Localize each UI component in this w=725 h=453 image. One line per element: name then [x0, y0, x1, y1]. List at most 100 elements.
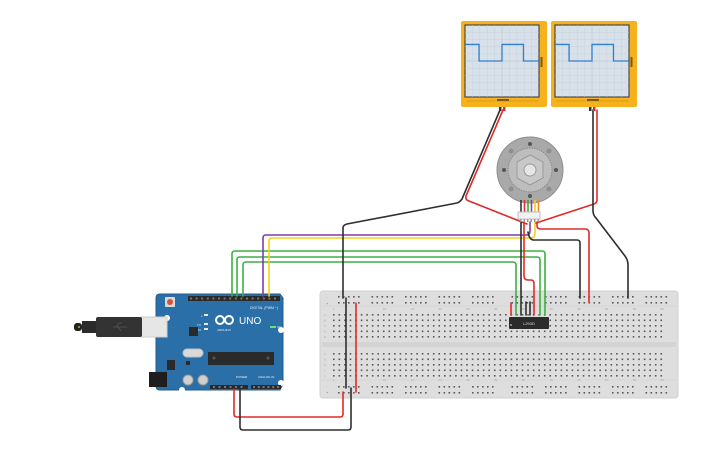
breadboard-hole[interactable]: [410, 314, 413, 316]
rail-hole[interactable]: [391, 296, 394, 298]
breadboard-hole[interactable]: [493, 336, 496, 338]
breadboard-hole[interactable]: [405, 314, 407, 316]
breadboard-hole[interactable]: [660, 330, 663, 333]
rail-hole[interactable]: [376, 296, 379, 298]
breadboard-hole[interactable]: [654, 375, 657, 377]
breadboard-hole[interactable]: [599, 369, 601, 372]
breadboard-hole[interactable]: [560, 358, 563, 361]
rail-hole[interactable]: [458, 392, 461, 394]
rail-hole[interactable]: [665, 392, 668, 394]
breadboard-hole[interactable]: [444, 330, 446, 333]
rail-hole[interactable]: [583, 302, 586, 304]
rail-hole[interactable]: [521, 296, 524, 298]
breadboard-hole[interactable]: [349, 325, 352, 327]
breadboard-hole[interactable]: [643, 319, 646, 322]
breadboard-hole[interactable]: [455, 353, 457, 355]
breadboard-hole[interactable]: [632, 330, 635, 333]
rail-hole[interactable]: [338, 296, 340, 298]
rail-hole[interactable]: [348, 392, 350, 394]
breadboard-hole[interactable]: [382, 364, 385, 366]
breadboard-hole[interactable]: [344, 353, 346, 355]
header-pin[interactable]: [212, 297, 215, 300]
breadboard-hole[interactable]: [571, 358, 574, 361]
breadboard-hole[interactable]: [527, 375, 529, 377]
breadboard-hole[interactable]: [360, 353, 363, 355]
rail-hole[interactable]: [343, 302, 345, 304]
breadboard-hole[interactable]: [471, 325, 474, 327]
breadboard-hole[interactable]: [455, 364, 457, 366]
breadboard-hole[interactable]: [593, 336, 596, 338]
breadboard-hole[interactable]: [510, 358, 513, 361]
breadboard-hole[interactable]: [527, 358, 529, 361]
breadboard-hole[interactable]: [438, 330, 441, 333]
breadboard-hole[interactable]: [660, 353, 663, 355]
breadboard-hole[interactable]: [399, 353, 402, 355]
breadboard-hole[interactable]: [399, 325, 402, 327]
breadboard-hole[interactable]: [654, 364, 657, 366]
rail-hole[interactable]: [583, 296, 586, 298]
rail-hole[interactable]: [655, 296, 658, 298]
breadboard-hole[interactable]: [371, 353, 374, 355]
breadboard-hole[interactable]: [560, 369, 563, 372]
breadboard-hole[interactable]: [538, 358, 540, 361]
rail-hole[interactable]: [632, 296, 634, 298]
breadboard-hole[interactable]: [599, 325, 601, 327]
breadboard-hole[interactable]: [538, 375, 540, 377]
rail-hole[interactable]: [545, 386, 547, 388]
breadboard-hole[interactable]: [488, 330, 490, 333]
breadboard-holes[interactable]: 1155101015152020252530303535404045455050…: [324, 296, 668, 394]
breadboard-hole[interactable]: [416, 314, 418, 316]
breadboard-hole[interactable]: [333, 314, 335, 316]
breadboard-hole[interactable]: [566, 358, 568, 361]
rail-hole[interactable]: [622, 392, 624, 394]
breadboard-hole[interactable]: [588, 353, 590, 355]
breadboard-hole[interactable]: [549, 325, 552, 327]
rail-hole[interactable]: [415, 296, 417, 298]
breadboard-hole[interactable]: [510, 364, 513, 366]
breadboard-hole[interactable]: [333, 353, 335, 355]
breadboard-hole[interactable]: [627, 319, 629, 322]
breadboard-hole[interactable]: [654, 325, 657, 327]
breadboard-hole[interactable]: [560, 336, 563, 338]
breadboard-hole[interactable]: [405, 375, 407, 377]
breadboard-hole[interactable]: [560, 325, 563, 327]
breadboard-hole[interactable]: [621, 319, 624, 322]
breadboard-hole[interactable]: [616, 330, 618, 333]
breadboard-hole[interactable]: [616, 364, 618, 366]
breadboard-hole[interactable]: [638, 369, 640, 372]
breadboard-hole[interactable]: [643, 369, 646, 372]
breadboard-hole[interactable]: [377, 314, 379, 316]
breadboard-hole[interactable]: [599, 319, 601, 322]
breadboard-hole[interactable]: [488, 314, 490, 316]
breadboard-hole[interactable]: [643, 358, 646, 361]
rail-hole[interactable]: [371, 386, 374, 388]
rail-hole[interactable]: [381, 302, 384, 304]
breadboard-hole[interactable]: [654, 314, 657, 316]
breadboard-hole[interactable]: [510, 336, 513, 338]
digital-header[interactable]: [188, 296, 280, 301]
breadboard-hole[interactable]: [377, 353, 379, 355]
breadboard-hole[interactable]: [344, 364, 346, 366]
rail-hole[interactable]: [617, 302, 619, 304]
breadboard-hole[interactable]: [366, 319, 368, 322]
scope-probe-negative[interactable]: [499, 107, 502, 111]
breadboard-hole[interactable]: [444, 375, 446, 377]
breadboard-hole[interactable]: [532, 364, 535, 366]
breadboard-hole[interactable]: [477, 314, 479, 316]
rail-hole[interactable]: [578, 302, 581, 304]
breadboard-hole[interactable]: [421, 330, 424, 333]
breadboard-hole[interactable]: [521, 358, 524, 361]
breadboard-hole[interactable]: [344, 369, 346, 372]
breadboard-hole[interactable]: [460, 325, 463, 327]
breadboard-hole[interactable]: [621, 330, 624, 333]
breadboard-hole[interactable]: [549, 364, 552, 366]
breadboard-hole[interactable]: [493, 358, 496, 361]
breadboard-hole[interactable]: [449, 369, 452, 372]
breadboard-hole[interactable]: [505, 364, 507, 366]
rail-hole[interactable]: [487, 392, 489, 394]
rail-hole[interactable]: [381, 392, 384, 394]
breadboard-hole[interactable]: [449, 375, 452, 377]
breadboard-hole[interactable]: [577, 325, 579, 327]
breadboard-hole[interactable]: [582, 325, 585, 327]
